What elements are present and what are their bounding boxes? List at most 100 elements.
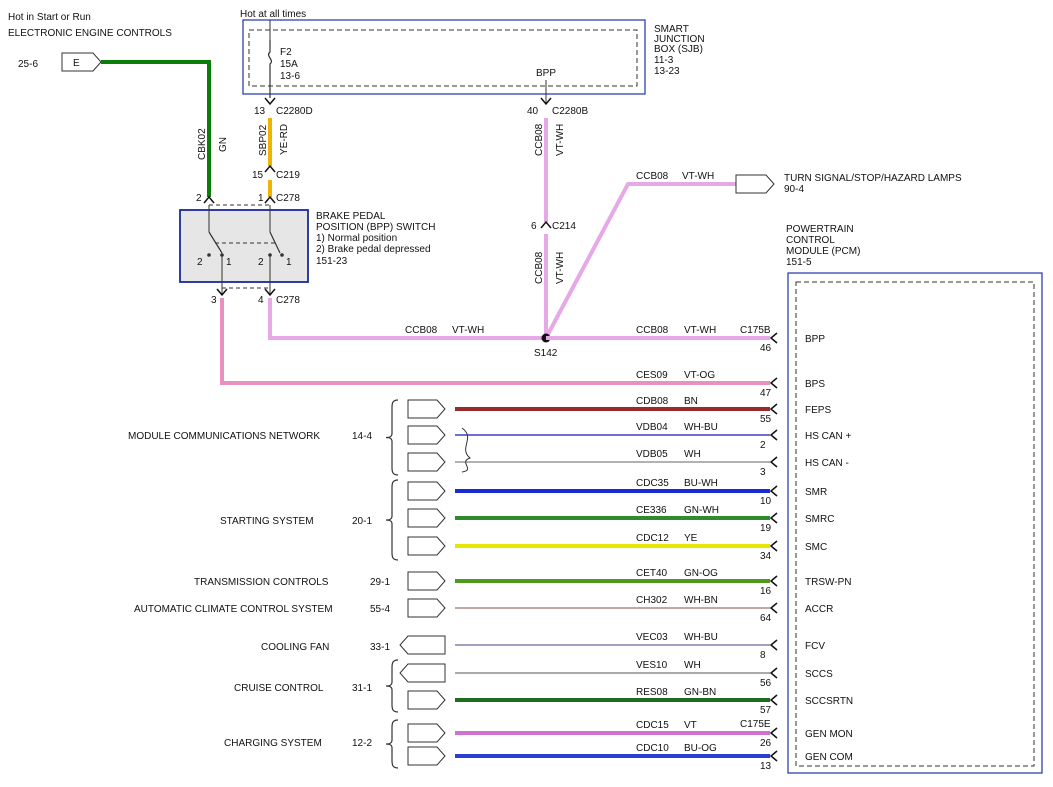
wire-sbp02-circuit: SBP02 — [258, 124, 269, 156]
wire-ccb08-turn-signal — [544, 182, 736, 339]
pcm-pin-number: 56 — [760, 678, 772, 689]
circuit-color: YE — [684, 533, 698, 544]
circuit-id: CDC15 — [636, 720, 669, 731]
wire-sbp02-color: YE-RD — [279, 124, 290, 155]
pcm-signal-name: ACCR — [805, 604, 833, 615]
c278-top-label: C278 — [276, 193, 300, 204]
c2280b-pin: 40 — [527, 106, 539, 117]
hot-in-start-label: Hot in Start or Run — [8, 12, 91, 23]
pcm-signal-name: SMR — [805, 487, 827, 498]
pcm-signal-name: GEN COM — [805, 752, 853, 763]
bpp-contact-1b — [280, 253, 284, 257]
c278-bottom-label: C278 — [276, 295, 300, 306]
c278-top-arrow-2-icon — [264, 195, 276, 204]
pcm-pin-number: 16 — [760, 586, 772, 597]
turn-signal-connector-tag — [735, 174, 775, 194]
c278-bottom-arrow-1-icon — [216, 288, 228, 297]
pcm-box — [787, 272, 1043, 774]
sjb-title-5: 13-23 — [654, 66, 680, 77]
pcm-signal-name: SMC — [805, 542, 827, 553]
circuit-color: BN — [684, 396, 698, 407]
hot-at-all-times-label: Hot at all times — [240, 9, 306, 20]
c278-top-arrow-1-icon — [203, 195, 215, 204]
circuit-color: WH — [684, 449, 701, 460]
pcm-pin-arrow-icon — [769, 403, 778, 415]
wire-ccb08-left-color: VT-WH — [452, 325, 484, 336]
bpp-title-1: BRAKE PEDAL — [316, 211, 386, 222]
pcm-pin-arrow-icon — [769, 694, 778, 706]
pcm-pin-arrow-icon — [769, 332, 778, 344]
circuit-color: VT-OG — [684, 370, 715, 381]
pcm-signal-name: BPS — [805, 379, 825, 390]
fuse-ref: 13-6 — [280, 71, 300, 82]
s142-label: S142 — [534, 348, 558, 359]
wire-ccb08-switch — [268, 298, 546, 340]
wire-ccb08-mid-color: VT-WH — [555, 252, 566, 284]
pcm-inner-box — [795, 281, 1035, 767]
circuit-id: CH302 — [636, 595, 668, 606]
group-bracket — [385, 479, 399, 561]
pcm-signal-name: FCV — [805, 641, 825, 652]
sjb-bpp-label: BPP — [536, 68, 556, 79]
circuit-id: VEC03 — [636, 632, 668, 643]
circuit-id: CDC35 — [636, 478, 669, 489]
circuit-id: CCB08 — [636, 325, 669, 336]
pcm-signal-name: SCCSRTN — [805, 696, 853, 707]
c278-bottom-pin-2: 4 — [258, 295, 264, 306]
circuit-color: WH-BU — [684, 422, 718, 433]
sjb-title-3: BOX (SJB) — [654, 44, 703, 55]
pcm-pin-arrow-icon — [769, 377, 778, 389]
wire-turn-circuit: CCB08 — [636, 171, 669, 182]
pcm-pin-number: 34 — [760, 551, 772, 562]
pcm-pin-number: 47 — [760, 388, 772, 399]
group-ref: 20-1 — [352, 516, 372, 527]
pcm-pin-arrow-icon — [769, 512, 778, 524]
c278-bottom-pin-1: 3 — [211, 295, 217, 306]
pcm-pin-arrow-icon — [769, 602, 778, 614]
circuit-color: GN-OG — [684, 568, 718, 579]
wire-cbk02-color: GN — [218, 137, 229, 152]
bpp-pos-label-2: 1 — [226, 257, 232, 268]
pcm-pin-number: 13 — [760, 761, 772, 772]
circuit-id: CE336 — [636, 505, 667, 516]
wire-ccb08-mid-circuit: CCB08 — [534, 251, 545, 284]
circuit-connector-tag — [407, 723, 446, 743]
fuse-icon — [267, 40, 273, 98]
pcm-pin-number: 19 — [760, 523, 772, 534]
circuit-id: CDC10 — [636, 743, 669, 754]
bpp-title-3: 1) Normal position — [316, 233, 397, 244]
c219-arrow-icon — [264, 164, 276, 173]
wire-cbk02-circuit: CBK02 — [197, 128, 208, 160]
c214-arrow-icon — [540, 220, 552, 229]
pcm-signal-name: SMRC — [805, 514, 834, 525]
pcm-signal-name: TRSW-PN — [805, 577, 851, 588]
sjb-title-1: SMART — [654, 24, 689, 35]
pcm-pin-arrow-icon — [769, 575, 778, 587]
bpp-pos-label-4: 1 — [286, 257, 292, 268]
pcm-pin-number: 26 — [760, 738, 772, 749]
group-ref: 33-1 — [370, 642, 390, 653]
fuse-name: F2 — [280, 47, 292, 58]
e-ref-label: 25-6 — [18, 59, 38, 70]
circuit-id: VES10 — [636, 660, 668, 671]
pcm-signal-name: BPP — [805, 334, 825, 345]
c2280d-label: C2280D — [276, 106, 313, 117]
c278-top-pin-2: 1 — [258, 193, 264, 204]
pcm-pin-number: 64 — [760, 613, 772, 624]
circuit-connector-tag — [407, 399, 446, 419]
c214-label: C214 — [552, 221, 576, 232]
c175b-label: C175B — [740, 325, 771, 336]
